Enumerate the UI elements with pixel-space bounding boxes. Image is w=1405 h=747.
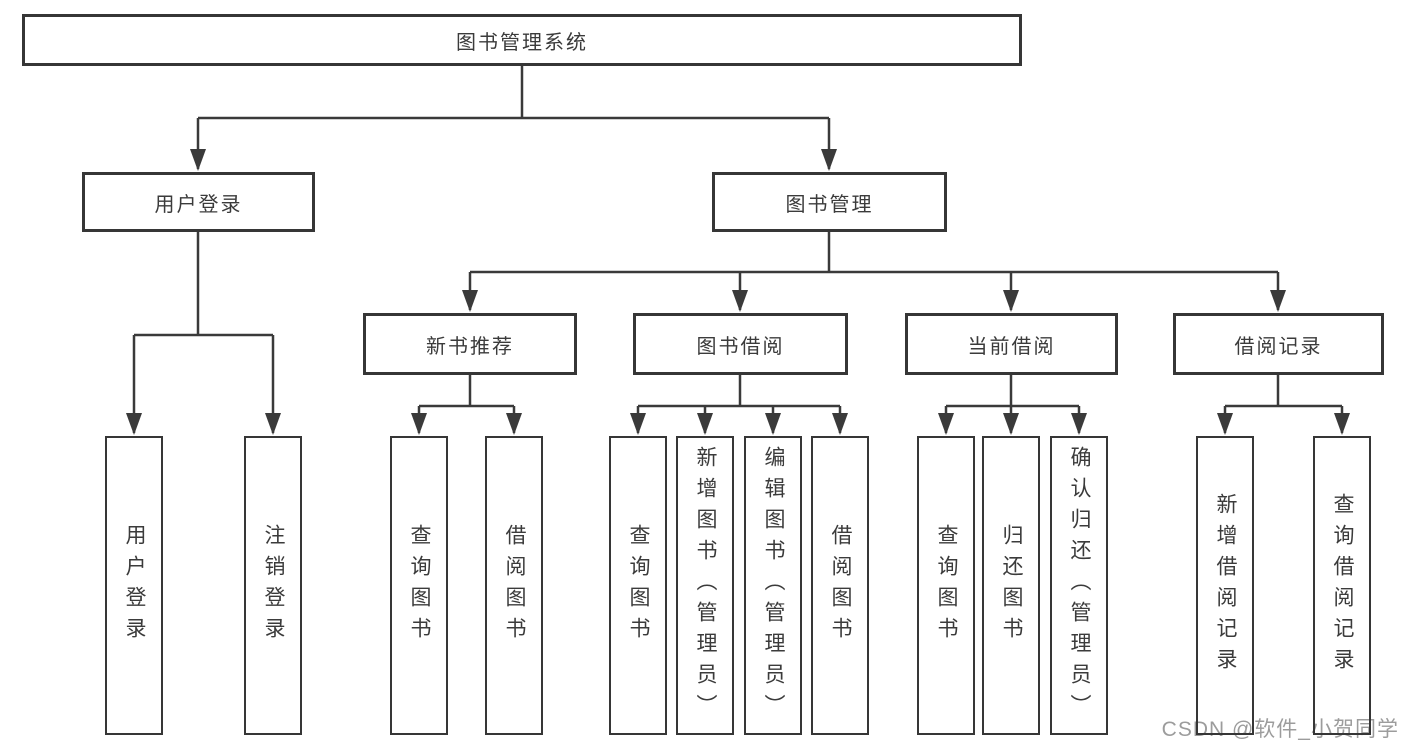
- leaf-borrow-query-books: 查询图书: [609, 436, 667, 735]
- leaf-current-confirm-return-admin-label: 确认归还（管理员）: [1068, 446, 1091, 725]
- leaf-current-query-books-label: 查询图书: [935, 523, 958, 648]
- leaf-current-return-books: 归还图书: [982, 436, 1040, 735]
- leaf-recommend-borrow-books: 借阅图书: [485, 436, 543, 735]
- leaf-records-add-record-label: 新增借阅记录: [1214, 492, 1237, 679]
- leaf-current-return-books-label: 归还图书: [1000, 523, 1023, 648]
- leaf-borrow-borrow-books-label: 借阅图书: [829, 523, 852, 648]
- leaf-records-query-record: 查询借阅记录: [1313, 436, 1371, 735]
- leaf-borrow-add-books-admin: 新增图书（管理员）: [676, 436, 734, 735]
- leaf-recommend-borrow-books-label: 借阅图书: [503, 523, 526, 648]
- leaf-borrow-edit-books-admin: 编辑图书（管理员）: [744, 436, 802, 735]
- node-current-borrow: 当前借阅: [905, 313, 1118, 375]
- leaf-current-confirm-return-admin: 确认归还（管理员）: [1050, 436, 1108, 735]
- node-root-book-management-system: 图书管理系统: [22, 14, 1022, 66]
- node-borrow-records: 借阅记录: [1173, 313, 1384, 375]
- node-new-book-recommend: 新书推荐: [363, 313, 577, 375]
- leaf-recommend-query-books: 查询图书: [390, 436, 448, 735]
- connector-group: [126, 66, 1350, 435]
- node-book-management: 图书管理: [712, 172, 947, 232]
- watermark: CSDN @软件_小贺同学: [1161, 718, 1399, 741]
- leaf-logout-label: 注销登录: [262, 523, 285, 648]
- leaf-borrow-add-books-admin-label: 新增图书（管理员）: [694, 446, 717, 725]
- leaf-current-query-books: 查询图书: [917, 436, 975, 735]
- node-user-login: 用户登录: [82, 172, 315, 232]
- leaf-borrow-query-books-label: 查询图书: [627, 523, 650, 648]
- leaf-records-query-record-label: 查询借阅记录: [1331, 492, 1354, 679]
- leaf-user-login-label: 用户登录: [123, 523, 146, 648]
- leaf-user-login: 用户登录: [105, 436, 163, 735]
- leaf-borrow-borrow-books: 借阅图书: [811, 436, 869, 735]
- leaf-records-add-record: 新增借阅记录: [1196, 436, 1254, 735]
- leaf-borrow-edit-books-admin-label: 编辑图书（管理员）: [762, 446, 785, 725]
- leaf-logout: 注销登录: [244, 436, 302, 735]
- node-book-borrow: 图书借阅: [633, 313, 848, 375]
- leaf-recommend-query-books-label: 查询图书: [408, 523, 431, 648]
